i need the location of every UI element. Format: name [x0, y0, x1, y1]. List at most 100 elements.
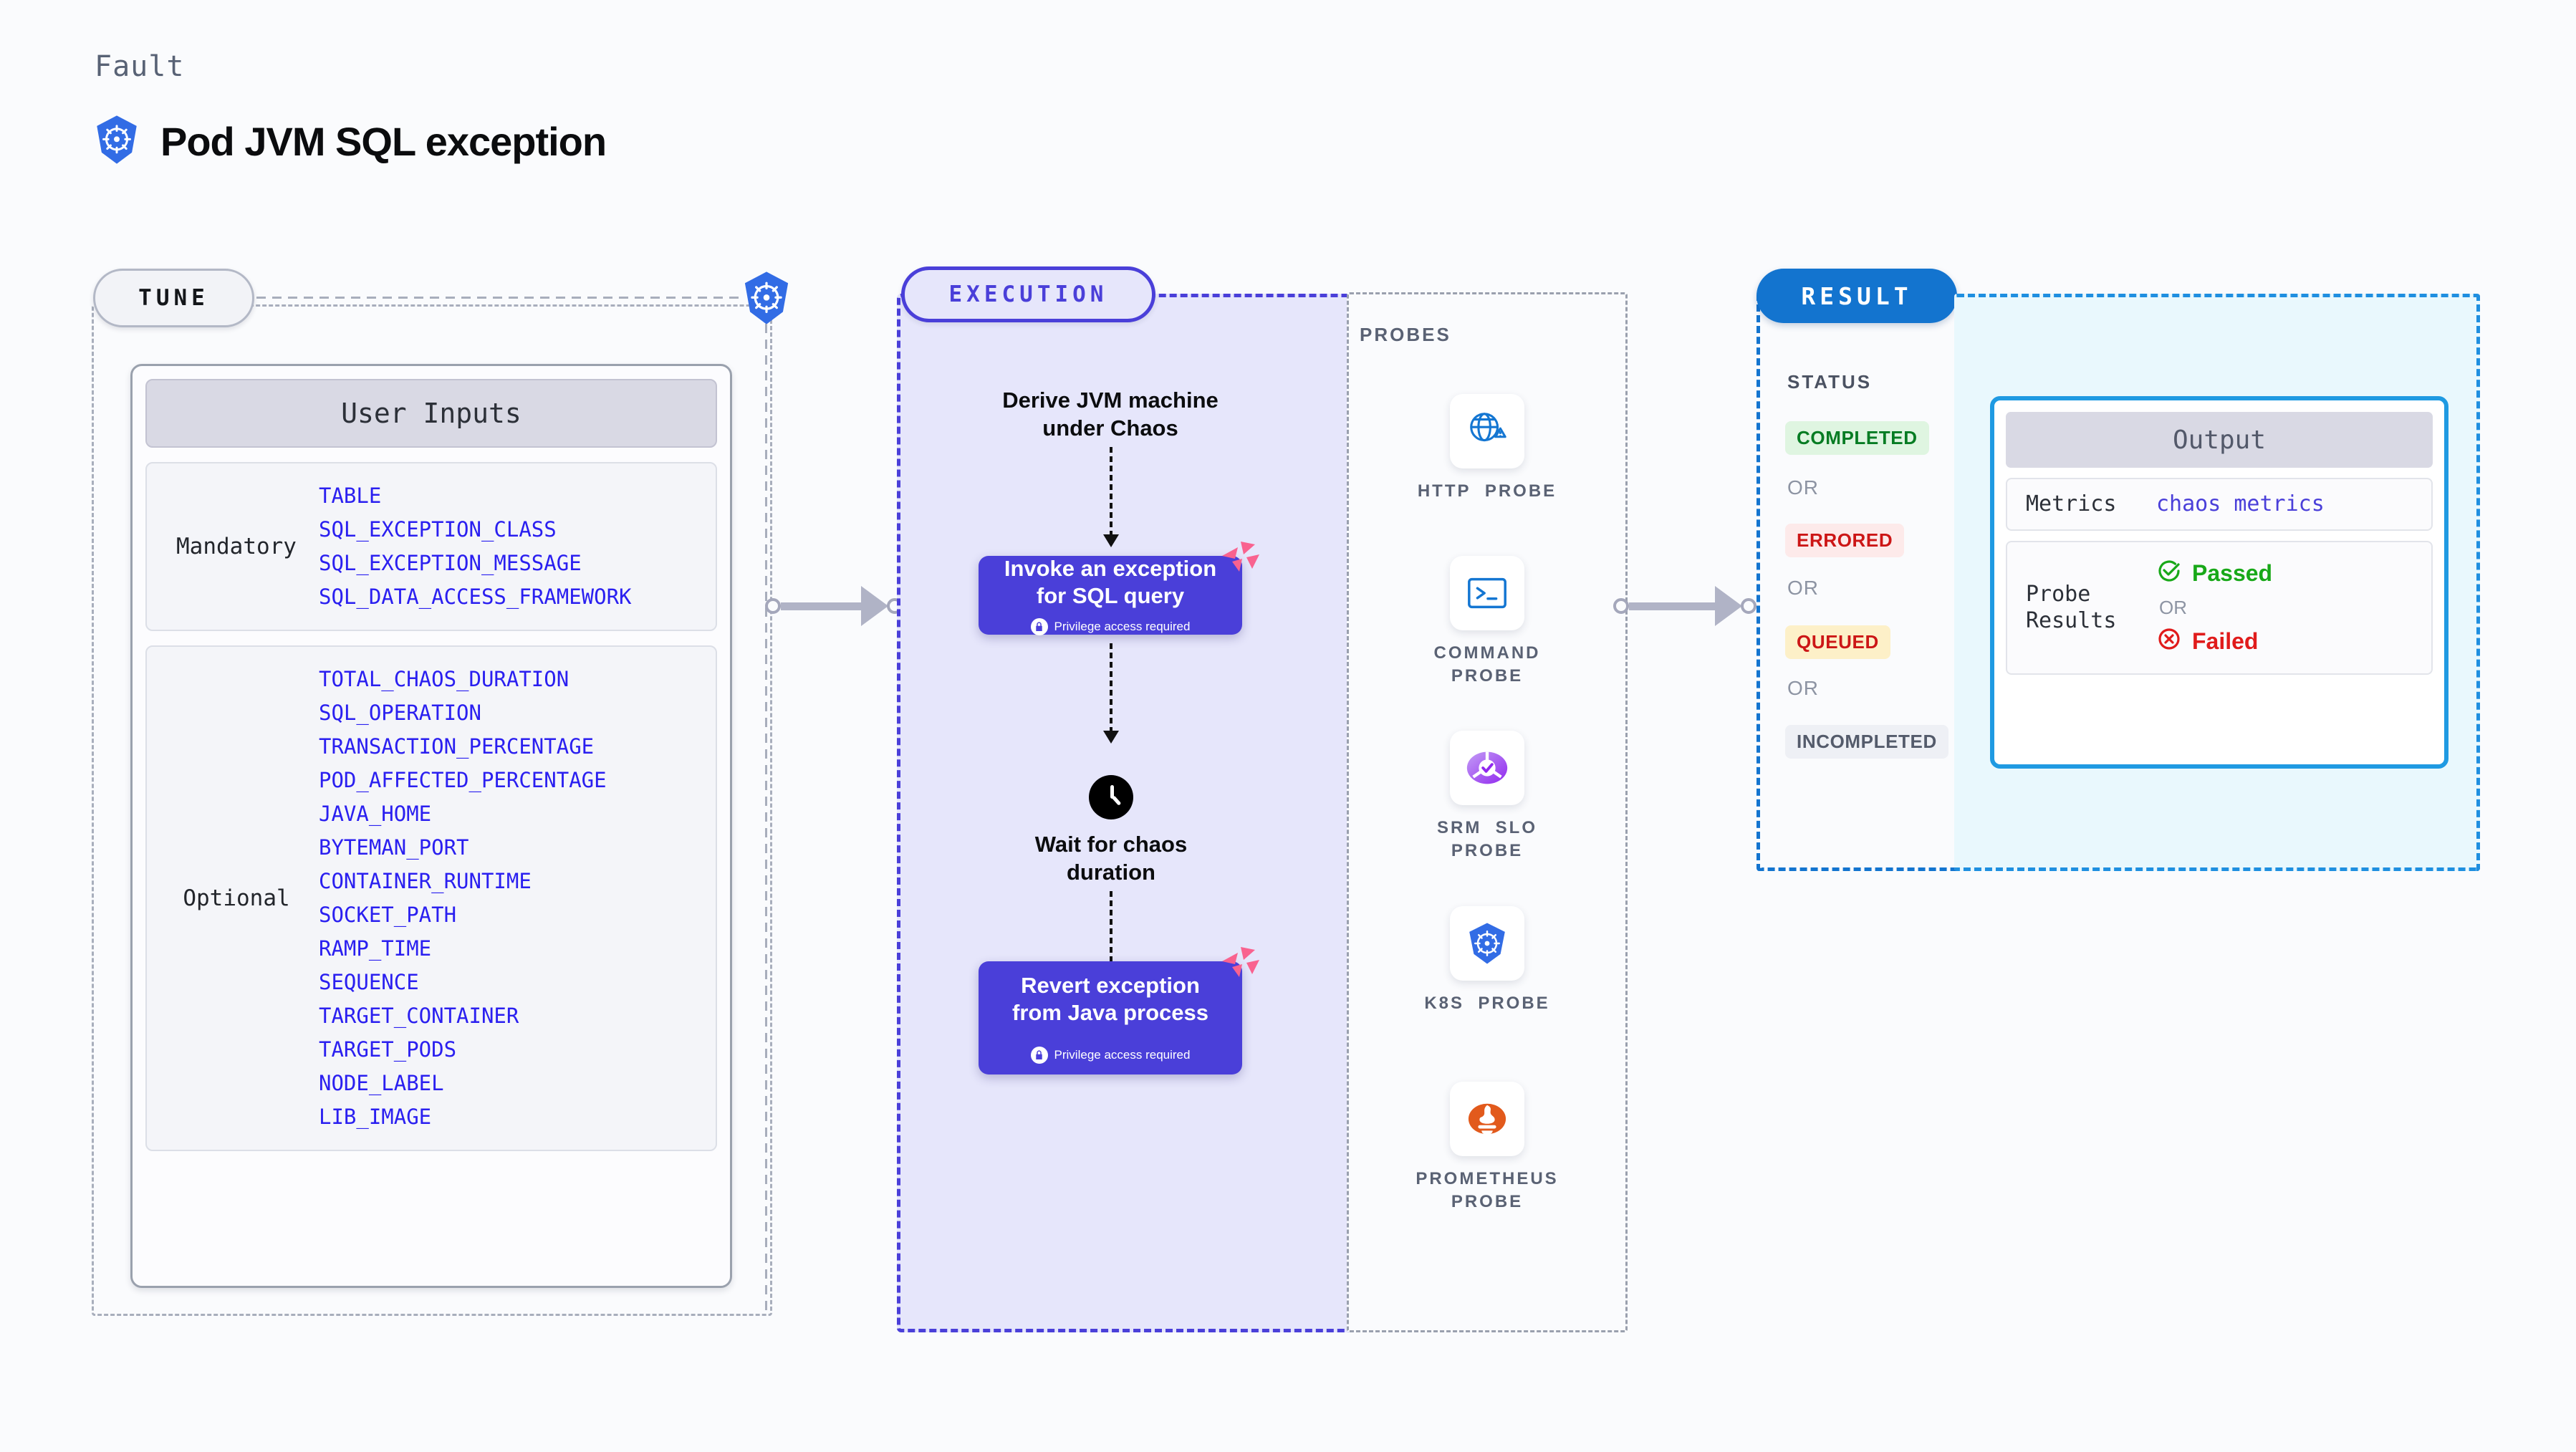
litmus-chaos-icon [1221, 946, 1261, 986]
param-list-optional: TOTAL_CHAOS_DURATION SQL_OPERATION TRANS… [319, 663, 607, 1134]
connector-dot-end [1741, 598, 1756, 614]
kubernetes-icon [93, 115, 140, 168]
lock-icon [1030, 1046, 1048, 1064]
param-item[interactable]: BYTEMAN_PORT [319, 835, 469, 860]
fault-kicker: Fault [95, 50, 185, 83]
param-item[interactable]: LIB_IMAGE [319, 1105, 432, 1129]
action-note-text: Privilege access required [1054, 619, 1191, 633]
connector-bar [1629, 602, 1716, 610]
param-group-kind: Optional [183, 885, 290, 911]
tune-to-execution-connector [765, 586, 903, 626]
tune-panel [92, 304, 772, 1316]
param-item[interactable]: SQL_EXCEPTION_MESSAGE [319, 551, 582, 575]
litmus-chaos-icon [1221, 540, 1261, 581]
execution-to-result-connector [1613, 586, 1756, 626]
prometheus-icon [1450, 1082, 1524, 1156]
param-group-mandatory: Mandatory TABLE SQL_EXCEPTION_CLASS SQL_… [145, 462, 717, 631]
kubernetes-icon [1450, 906, 1524, 981]
output-title: Output [2006, 412, 2433, 468]
globe-warning-icon [1450, 394, 1524, 468]
param-item[interactable]: SQL_EXCEPTION_CLASS [319, 517, 557, 542]
x-circle-icon [2156, 626, 2182, 658]
param-item[interactable]: JAVA_HOME [319, 802, 432, 826]
user-inputs-card: User Inputs Mandatory TABLE SQL_EXCEPTIO… [130, 364, 732, 1288]
param-list-mandatory: TABLE SQL_EXCEPTION_CLASS SQL_EXCEPTION_… [319, 479, 632, 614]
tune-right-border-dash [765, 324, 767, 1317]
action-note: Privilege access required [1030, 617, 1191, 635]
probe-results-values: Passed OR Failed [2156, 558, 2272, 658]
probe-result-passed: Passed [2156, 558, 2272, 590]
param-item[interactable]: RAMP_TIME [319, 936, 432, 961]
action-note: Privilege access required [1030, 1046, 1191, 1064]
param-item[interactable]: CONTAINER_RUNTIME [319, 869, 532, 893]
user-inputs-title: User Inputs [145, 379, 717, 448]
status-badge: COMPLETED [1785, 421, 1929, 455]
page-title-row: Pod JVM SQL exception [93, 115, 607, 168]
param-item[interactable]: TARGET_CONTAINER [319, 1004, 519, 1028]
param-group-kind: Mandatory [176, 534, 297, 559]
param-item[interactable]: TABLE [319, 484, 382, 508]
connector-bar [781, 602, 862, 610]
connector-arrowhead [861, 586, 888, 626]
terminal-icon [1450, 556, 1524, 630]
param-item[interactable]: SQL_DATA_ACCESS_FRAMEWORK [319, 585, 632, 609]
connector-dot-start [765, 598, 781, 614]
page-title: Pod JVM SQL exception [160, 119, 607, 164]
arrow-derive-to-invoke [1103, 447, 1119, 547]
tune-to-k8s-connector [256, 297, 745, 299]
slo-donut-check-icon [1450, 731, 1524, 805]
param-item[interactable]: SOCKET_PATH [319, 903, 457, 927]
or-label: OR [1787, 677, 1819, 699]
connector-arrowhead [1715, 586, 1742, 626]
param-item[interactable]: TARGET_PODS [319, 1037, 457, 1062]
probes-label: PROBES [1360, 324, 1451, 345]
or-label: OR [1787, 476, 1819, 499]
status-badge: ERRORED [1785, 524, 1905, 557]
param-item[interactable]: SEQUENCE [319, 970, 419, 994]
kubernetes-icon [741, 271, 792, 329]
probe-result-failed-label: Failed [2192, 628, 2259, 654]
connector-dot-start [1613, 598, 1629, 614]
clock-icon [1089, 775, 1133, 819]
result-pill: RESULT [1756, 269, 1957, 323]
output-metrics-value[interactable]: chaos metrics [2156, 491, 2325, 517]
tune-pill: TUNE [93, 269, 254, 327]
param-item[interactable]: SQL_OPERATION [319, 701, 481, 725]
output-metrics-key: Metrics [2026, 491, 2117, 516]
output-row-metrics: Metrics chaos metrics [2006, 478, 2433, 531]
or-label: OR [1787, 577, 1819, 599]
probe-label: HTTP PROBE [1417, 481, 1557, 501]
probe-label: K8S PROBE [1424, 994, 1550, 1013]
probe-http[interactable]: HTTP PROBE [1416, 394, 1559, 503]
arrow-invoke-to-wait [1103, 643, 1119, 744]
status-label: STATUS [1787, 371, 1873, 393]
status-badge: QUEUED [1785, 625, 1890, 659]
param-item[interactable]: TRANSACTION_PERCENTAGE [319, 734, 595, 759]
param-item[interactable]: POD_AFFECTED_PERCENTAGE [319, 768, 607, 792]
lock-icon [1030, 617, 1048, 635]
probe-result-passed-label: Passed [2192, 560, 2273, 586]
param-group-optional: Optional TOTAL_CHAOS_DURATION SQL_OPERAT… [145, 645, 717, 1151]
probe-k8s[interactable]: K8S PROBE [1416, 906, 1559, 1015]
action-note-text: Privilege access required [1054, 1047, 1191, 1062]
probe-result-failed: Failed [2156, 626, 2272, 658]
param-item[interactable]: TOTAL_CHAOS_DURATION [319, 667, 569, 691]
param-item[interactable]: NODE_LABEL [319, 1071, 444, 1095]
status-badge: INCOMPLETED [1785, 725, 1948, 759]
check-circle-icon [2156, 558, 2182, 590]
